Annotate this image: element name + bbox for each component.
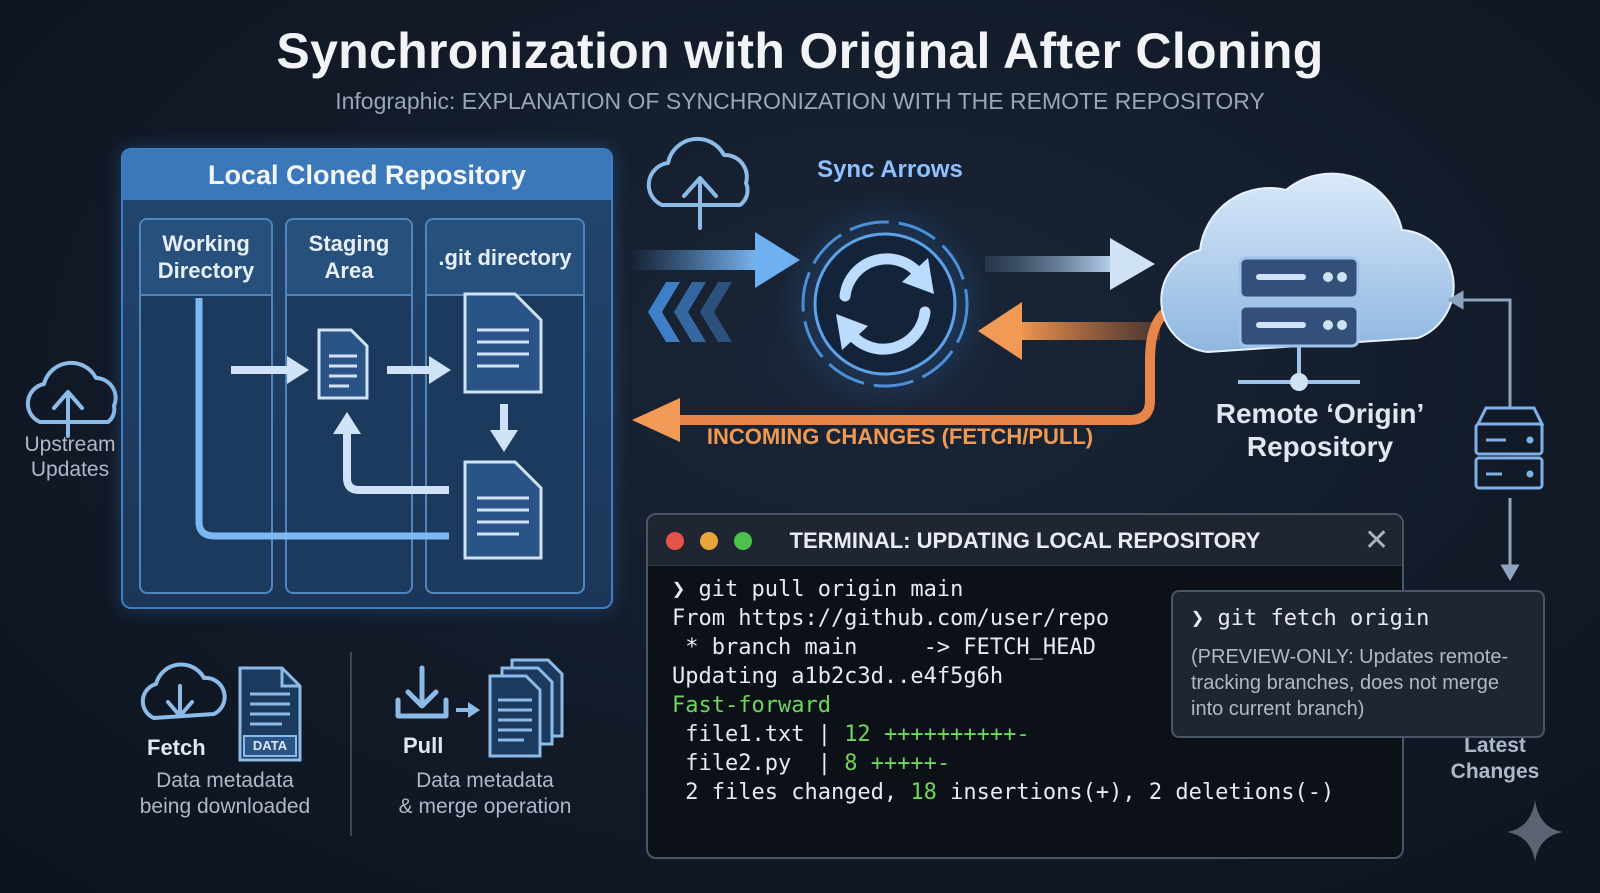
sparkle-icon [1507,800,1563,862]
close-icon[interactable]: ✕ [1364,524,1390,557]
fetch-desc-1: Data metadata [156,769,294,792]
incoming-arrow-upper [978,302,1160,360]
local-repository-panel: Local Cloned Repository Working Director… [121,148,613,609]
data-file-icon [238,666,302,762]
file1-bar: ++++++++++- [883,722,1030,747]
staging-area-label-1: Staging [308,231,390,256]
pull-download-icon [395,665,449,719]
summary-insertions-count: 18 [910,780,937,805]
commit-file-icon [463,292,543,394]
working-directory-column: Working Directory [139,218,273,594]
fetch-command-text: git fetch origin [1217,606,1430,631]
terminal-line-fast-forward: Fast-forward [672,693,831,718]
sync-icon [775,194,995,414]
pull-legend-description: Data metadata & merge operation [370,768,600,820]
remote-label-1: Remote ‘Origin’ [1215,398,1425,429]
terminal-title: TERMINAL: UPDATING LOCAL REPOSITORY [789,528,1261,553]
fetch-note: (PREVIEW-ONLY: Updates remote-tracking b… [1191,646,1509,720]
pull-desc-1: Data metadata [416,769,554,792]
server-icon [1474,406,1545,490]
latest-changes-flow [1447,290,1520,581]
terminal-line-from: From https://github.com/user/repo [672,606,1110,631]
local-flow-graphics [195,292,543,560]
outgoing-arrow-right [985,238,1155,290]
latest-label-1: Latest [1464,734,1526,757]
remote-cloud-server-icon [1160,172,1455,391]
upstream-updates-label: Upstream Updates [10,432,130,482]
fetch-desc-2: being downloaded [139,795,311,818]
prompt-icon: ❯ [672,577,686,602]
pull-desc-2: & merge operation [398,795,572,818]
fetch-preview-box: ❯ git fetch origin (PREVIEW-ONLY: Update… [1171,590,1545,738]
arrow-right-icon [456,702,480,718]
data-badge: DATA [252,738,288,753]
fetch-cloud-download-icon [140,662,227,720]
incoming-changes-label: INCOMING CHANGES (FETCH/PULL) [706,424,1094,449]
file2-bar: +++++- [870,751,951,776]
latest-label-2: Changes [1450,760,1540,783]
terminal-line-updating: Updating a1b2c3d..e4f5g6h [672,664,1004,689]
fetch-legend-description: Data metadata being downloaded [110,768,340,820]
remote-origin-label: Remote ‘Origin’ Repository [1180,397,1460,463]
git-directory-label: .git directory [438,244,572,270]
working-directory-label-1: Working [162,231,250,256]
outgoing-arrow-left [630,232,800,288]
command-text: git pull origin main [698,577,964,602]
terminal-line-branch: * branch main -> FETCH_HEAD [672,635,1096,660]
cloud-upload-icon [646,136,750,230]
pull-legend-label: Pull [403,733,444,758]
staged-file-icon [317,328,369,400]
sync-arrows-label: Sync Arrows [817,156,963,183]
fetch-legend-label: Fetch [147,735,206,760]
close-window-dot[interactable] [666,532,684,550]
upstream-cloud-upload-icon [25,360,118,438]
maximize-window-dot[interactable] [734,532,752,550]
remote-label-2: Repository [1246,431,1394,462]
file2-count: 8 [844,751,858,776]
fetch-command: ❯ git fetch origin [1191,606,1429,631]
working-directory-label-2: Directory [157,258,255,283]
terminal-line-command: ❯ git pull origin main [672,577,963,602]
minimize-window-dot[interactable] [700,532,718,550]
file1-count: 12 [844,722,871,747]
terminal-line-file1: file1.txt | 12 ++++++++++- [672,722,1030,747]
local-repository-title: Local Cloned Repository [123,150,611,200]
file1-name: file1.txt | [672,722,845,747]
summary-prefix: 2 files changed, [672,780,911,805]
terminal-title-bar: TERMINAL: UPDATING LOCAL REPOSITORY ✕ [648,515,1402,566]
page-subtitle: Infographic: EXPLANATION OF SYNCHRONIZAT… [335,88,1265,114]
staging-area-header: Staging Area [287,220,411,296]
file2-name: file2.py | [672,751,845,776]
stacked-files-icon [488,658,564,758]
chevron-left-icon [648,282,732,342]
working-directory-header: Working Directory [141,220,271,296]
staging-area-column: Staging Area [285,218,413,594]
page-title: Synchronization with Original After Clon… [276,23,1324,79]
upstream-label-2: Updates [30,458,110,481]
upstream-label-1: Upstream [24,433,116,456]
terminal-line-file2: file2.py | 8 +++++- [672,751,950,776]
summary-suffix: insertions(+), 2 deletions(-) [936,780,1335,805]
terminal-line-summary: 2 files changed, 18 insertions(+), 2 del… [672,780,1334,805]
staging-area-label-2: Area [324,258,374,283]
prompt-icon: ❯ [1191,606,1205,631]
repository-file-icon [463,460,543,560]
latest-changes-label: Latest Changes [1440,733,1550,785]
